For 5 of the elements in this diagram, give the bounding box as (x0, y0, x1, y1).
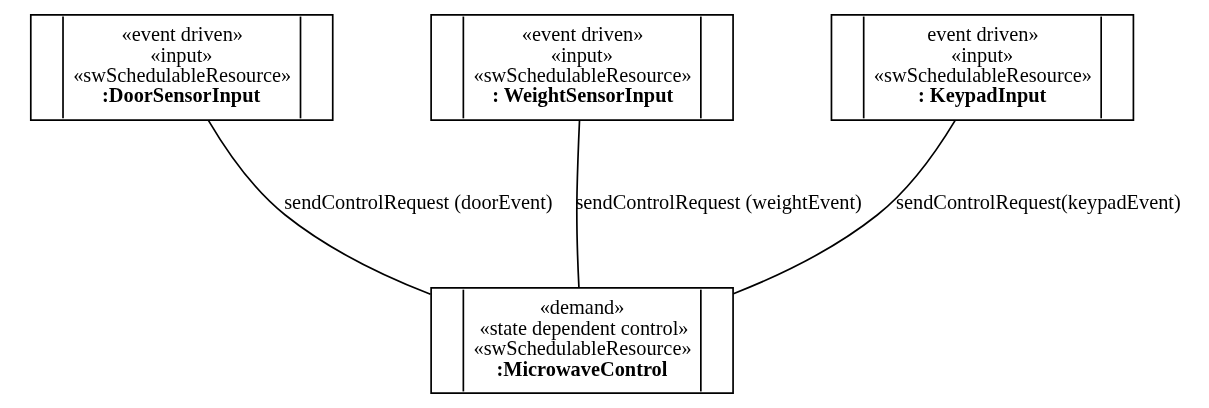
connector (207, 119, 431, 296)
connector (732, 119, 956, 295)
edge-label: sendControlRequest(keypadEvent) (895, 191, 1181, 214)
connector (575, 119, 580, 289)
edge-label: sendControlRequest (doorEvent) (283, 191, 553, 214)
